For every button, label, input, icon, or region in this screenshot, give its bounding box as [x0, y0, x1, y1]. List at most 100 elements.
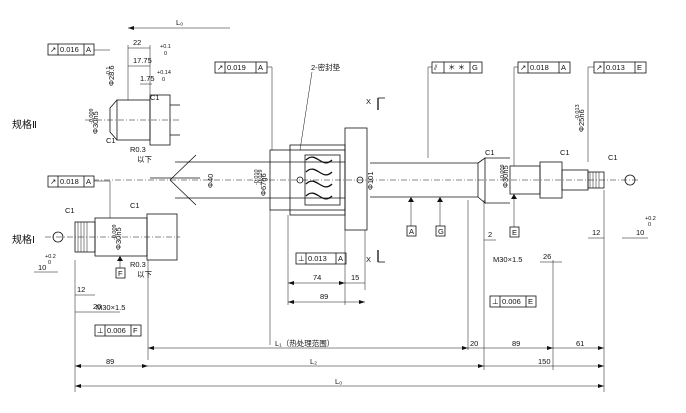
- svg-text:↗: ↗: [50, 177, 56, 186]
- svg-text:E: E: [637, 63, 642, 72]
- svg-text:10: 10: [38, 263, 46, 272]
- screw-shaft: [150, 154, 605, 206]
- spec-2-detail: 规格Ⅱ: [12, 45, 180, 146]
- svg-text:0.019: 0.019: [227, 63, 246, 72]
- svg-text:以下: 以下: [137, 270, 152, 279]
- svg-text:Φ28.6: Φ28.6: [107, 65, 116, 86]
- svg-text:Φ30h5: Φ30h5: [501, 165, 510, 188]
- svg-text:-0.013: -0.013: [575, 104, 581, 120]
- datum-f: F: [115, 256, 126, 279]
- svg-text:2: 2: [488, 230, 492, 239]
- svg-text:G: G: [438, 227, 444, 236]
- svg-text:22: 22: [133, 38, 141, 47]
- gdt-frame-9: ⊥ 0.006 F: [94, 324, 142, 337]
- svg-text:+0.14: +0.14: [157, 70, 171, 76]
- svg-text:+0.2: +0.2: [45, 254, 56, 260]
- svg-text:26: 26: [543, 252, 551, 261]
- svg-text:↗: ↗: [596, 63, 602, 72]
- svg-text:⊥: ⊥: [97, 326, 104, 335]
- gdt-frame-2: ↗ 0.019 A: [214, 61, 273, 150]
- svg-text:89: 89: [106, 357, 114, 366]
- svg-text:0: 0: [648, 222, 651, 228]
- svg-text:Φ30h5: Φ30h5: [91, 111, 100, 134]
- svg-text:以下: 以下: [137, 155, 152, 164]
- dimension-lines: L₀ 22 17.75 +0.1 0 1.75 +0.14 0 74 15 89…: [34, 18, 656, 392]
- section-label-x-bottom: X: [366, 255, 371, 264]
- svg-text:Φ40: Φ40: [206, 174, 215, 188]
- svg-text:C1: C1: [65, 206, 75, 215]
- svg-text:F: F: [118, 269, 123, 278]
- svg-text:Φ67g6: Φ67g6: [259, 173, 268, 196]
- svg-text:A: A: [258, 63, 263, 72]
- gdt-frame-5: ↗ 0.013 E: [587, 61, 647, 162]
- svg-text:⊥: ⊥: [298, 254, 305, 263]
- svg-text:C1: C1: [130, 201, 140, 210]
- svg-text:0: 0: [162, 77, 165, 83]
- svg-text:0.016: 0.016: [60, 45, 79, 54]
- svg-text:⫽: ⫽: [433, 63, 438, 72]
- svg-text:20: 20: [470, 339, 478, 348]
- svg-text:C1: C1: [608, 153, 618, 162]
- svg-text:⊥: ⊥: [492, 297, 499, 306]
- gdt-frame-8: ⊥ 0.006 E: [489, 295, 537, 308]
- seal-label: 2-密封垫: [311, 62, 341, 72]
- svg-text:0.013: 0.013: [606, 63, 625, 72]
- svg-text:↗: ↗: [217, 63, 223, 72]
- svg-text:M30×1.5: M30×1.5: [96, 303, 125, 312]
- section-marks: X X: [366, 97, 385, 264]
- svg-text:E: E: [528, 297, 533, 306]
- svg-text:0: 0: [164, 51, 167, 57]
- svg-text:26: 26: [93, 302, 101, 311]
- svg-text:0.006: 0.006: [107, 326, 126, 335]
- svg-text:0: 0: [48, 260, 51, 266]
- svg-text:Φ25h6: Φ25h6: [577, 109, 586, 132]
- svg-text:10: 10: [636, 228, 644, 237]
- svg-text:A: A: [338, 254, 343, 263]
- svg-text:A: A: [86, 177, 91, 186]
- svg-text:↗: ↗: [520, 63, 526, 72]
- svg-text:E: E: [512, 228, 517, 237]
- svg-text:Φ101: Φ101: [366, 172, 375, 191]
- svg-text:89: 89: [320, 292, 328, 301]
- svg-text:1.75: 1.75: [140, 74, 155, 83]
- svg-text:12: 12: [592, 228, 600, 237]
- svg-text:R0.3: R0.3: [130, 260, 146, 269]
- gdt-frame-3: ⫽ ＊ ＊ G: [427, 61, 483, 158]
- svg-text:0.006: 0.006: [502, 297, 521, 306]
- svg-text:A: A: [86, 45, 91, 54]
- labels: 2-密封垫 Φ40 Φ67g6 -0.010 -0.029 Φ101 Φ30h5…: [65, 62, 618, 312]
- svg-text:L₀: L₀: [176, 18, 183, 27]
- spec-1-label: 规格Ⅰ: [12, 233, 35, 246]
- svg-text:17.75: 17.75: [133, 56, 152, 65]
- svg-text:-0.1: -0.1: [106, 67, 112, 76]
- svg-text:↗: ↗: [50, 45, 56, 54]
- svg-text:89: 89: [512, 339, 520, 348]
- gdt-frame-1: ↗ 0.016 A: [47, 43, 110, 56]
- svg-text:Φ30h5: Φ30h5: [114, 227, 123, 250]
- ball-nut: [269, 127, 368, 231]
- svg-text:0.013: 0.013: [308, 254, 327, 263]
- svg-text:0.018: 0.018: [530, 63, 549, 72]
- svg-text:C1: C1: [106, 136, 116, 145]
- svg-text:-0.009: -0.009: [89, 108, 95, 124]
- spec-1-detail: 规格Ⅰ: [12, 174, 636, 261]
- svg-text:A: A: [409, 227, 414, 236]
- gdt-frame-6: ↗ 0.018 A: [47, 175, 111, 218]
- svg-text:R0.3: R0.3: [130, 145, 146, 154]
- gdt-frame-4: ↗ 0.018 A: [513, 61, 571, 166]
- spec-2-label: 规格Ⅱ: [12, 118, 37, 131]
- datum-a: A: [406, 197, 417, 237]
- svg-text:-0.009: -0.009: [500, 164, 506, 180]
- svg-text:C1: C1: [560, 148, 570, 157]
- svg-text:G: G: [472, 63, 478, 72]
- svg-text:15: 15: [351, 273, 359, 282]
- svg-text:＊ ＊: ＊ ＊: [448, 63, 465, 72]
- svg-text:A: A: [561, 63, 566, 72]
- datum-g: G: [435, 197, 446, 237]
- svg-text:L₁（热处理范围）: L₁（热处理范围）: [275, 338, 334, 348]
- svg-text:-0.010: -0.010: [254, 169, 260, 185]
- svg-text:M30×1.5: M30×1.5: [493, 255, 522, 264]
- svg-text:12: 12: [77, 285, 85, 294]
